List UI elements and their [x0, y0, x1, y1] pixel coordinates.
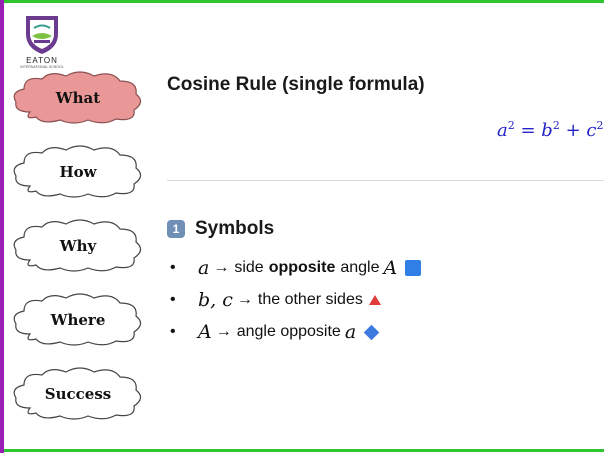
keycap-one-icon: 1 — [167, 220, 185, 238]
cosine-formula: a2 = b2 + c2 — [497, 119, 603, 141]
arrow: → — [236, 291, 253, 308]
symbols-list: • a → side opposite angle A • b, c → the… — [170, 252, 422, 348]
bullet-text: angle opposite — [236, 323, 341, 340]
math-symbol: b, c — [198, 289, 233, 311]
bullet-bold-text: opposite — [268, 259, 336, 276]
math-symbol: a — [198, 257, 210, 279]
math-symbol: A — [383, 257, 398, 279]
red-triangle-icon — [368, 295, 381, 305]
nav-label-what: What — [55, 89, 101, 107]
list-item: • a → side opposite angle A — [170, 252, 422, 284]
nav-label-how: How — [59, 163, 97, 181]
frame-border-top — [0, 0, 604, 3]
nav-label-where: Where — [50, 311, 106, 329]
frame-border-bottom — [0, 449, 604, 452]
section-divider — [167, 180, 604, 181]
nav-label-why: Why — [59, 237, 97, 255]
formula-c-var: c — [586, 120, 597, 141]
logo-text: EATON — [26, 56, 58, 65]
list-item: • A → angle opposite a — [170, 316, 421, 348]
bullet-text: angle — [340, 259, 380, 276]
section-heading: 1 Symbols — [167, 218, 274, 240]
page-title: Cosine Rule (single formula) — [167, 74, 425, 95]
bullet-dot: • — [170, 323, 176, 340]
logo-subtitle: INTERNATIONAL SCHOOL — [20, 65, 64, 69]
school-crest-icon — [20, 12, 64, 72]
formula-lhs-exp: 2 — [507, 119, 515, 132]
formula-c-exp: 2 — [596, 119, 604, 132]
bullet-dot: • — [170, 291, 176, 308]
nav-cloud-where[interactable]: Where — [8, 290, 148, 350]
blue-diamond-icon — [363, 324, 380, 340]
formula-b-var: b — [541, 120, 553, 141]
arrow: → — [213, 259, 230, 276]
math-symbol: a — [344, 321, 357, 343]
blue-square-icon — [405, 260, 422, 276]
bullet-text: the other sides — [257, 291, 363, 308]
frame-border-left — [0, 0, 4, 453]
bullet-text: side — [234, 259, 264, 276]
list-item: • b, c → the other sides — [170, 284, 421, 316]
bullet-dot: • — [170, 259, 176, 276]
arrow: → — [215, 323, 232, 340]
section-title: Symbols — [195, 218, 275, 239]
formula-b-exp: 2 — [552, 119, 560, 132]
nav-cloud-how[interactable]: How — [8, 142, 148, 202]
nav-cloud-what[interactable]: What — [8, 68, 148, 128]
formula-plus: + — [565, 120, 581, 141]
formula-lhs-var: a — [497, 120, 508, 141]
formula-equals: = — [520, 120, 536, 141]
math-symbol: A — [198, 321, 212, 343]
nav-cloud-success[interactable]: Success — [8, 364, 148, 424]
nav-label-success: Success — [44, 385, 112, 403]
nav-cloud-why[interactable]: Why — [8, 216, 148, 276]
